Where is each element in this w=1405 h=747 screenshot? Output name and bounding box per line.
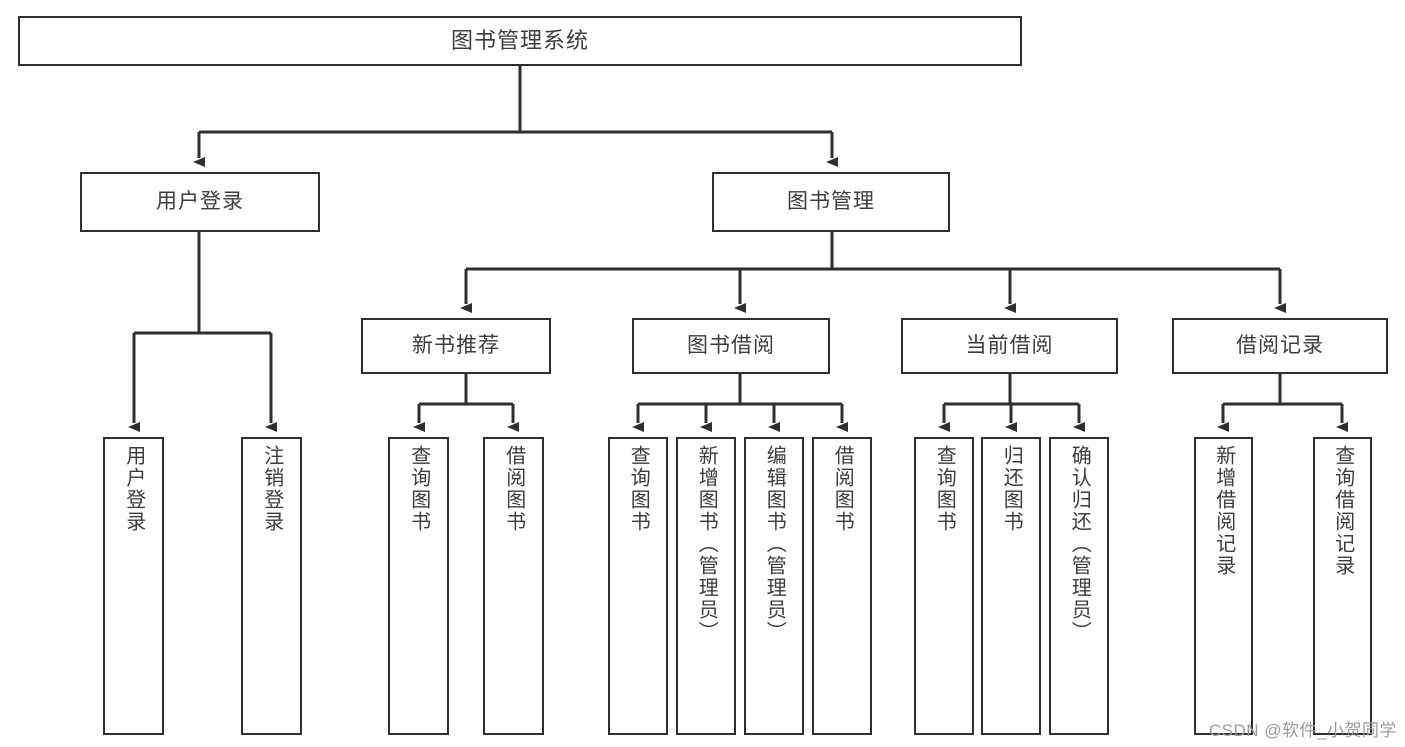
node-label: 图书管理系统 [450, 27, 589, 53]
leaf-new-book-borrow-book[interactable]: 借阅图书 [483, 437, 544, 735]
node-label: 新书推荐 [412, 334, 500, 358]
leaf-user-login-logout[interactable]: 注销登录 [241, 437, 302, 735]
node-borrow-record[interactable]: 借阅记录 [1172, 318, 1388, 374]
leaf-book-borrow-query-book[interactable]: 查询图书 [608, 437, 668, 735]
node-label: 图书管理 [787, 190, 875, 214]
node-label: 用户登录 [156, 190, 244, 214]
node-label: 查询图书 [933, 445, 956, 533]
leaf-current-borrow-query-book[interactable]: 查询图书 [914, 437, 974, 735]
node-label: 借阅记录 [1236, 334, 1324, 358]
node-label: 当前借阅 [965, 334, 1054, 358]
node-current-borrow[interactable]: 当前借阅 [901, 318, 1118, 374]
node-label: 注销登录 [260, 445, 283, 533]
node-new-book-recommend[interactable]: 新书推荐 [361, 318, 551, 374]
leaf-borrow-record-query-record[interactable]: 查询借阅记录 [1313, 437, 1372, 735]
node-book-management[interactable]: 图书管理 [712, 172, 950, 232]
node-user-login[interactable]: 用户登录 [80, 172, 320, 232]
leaf-current-borrow-confirm-return[interactable]: 确认归还（管理员） [1049, 437, 1109, 735]
node-label: 新增图书（管理员） [695, 445, 718, 643]
leaf-borrow-record-add-record[interactable]: 新增借阅记录 [1194, 437, 1253, 735]
node-label: 用户登录 [122, 445, 145, 533]
node-label: 新增借阅记录 [1212, 445, 1235, 577]
node-label: 图书借阅 [687, 334, 775, 358]
leaf-user-login-login[interactable]: 用户登录 [103, 437, 164, 735]
leaf-new-book-query-book[interactable]: 查询图书 [388, 437, 449, 735]
node-label: 查询图书 [627, 445, 650, 533]
node-label: 确认归还（管理员） [1068, 445, 1091, 643]
node-label: 借阅图书 [502, 445, 525, 533]
leaf-book-borrow-borrow-book[interactable]: 借阅图书 [812, 437, 872, 735]
node-label: 归还图书 [1000, 445, 1023, 533]
node-label: 借阅图书 [831, 445, 854, 533]
node-label: 编辑图书（管理员） [763, 445, 786, 643]
leaf-book-borrow-edit-book[interactable]: 编辑图书（管理员） [744, 437, 804, 735]
node-label: 查询借阅记录 [1331, 445, 1354, 577]
leaf-book-borrow-add-book[interactable]: 新增图书（管理员） [676, 437, 736, 735]
node-root-system[interactable]: 图书管理系统 [18, 16, 1022, 66]
node-book-borrow[interactable]: 图书借阅 [632, 318, 830, 374]
leaf-current-borrow-return-book[interactable]: 归还图书 [981, 437, 1041, 735]
node-label: 查询图书 [407, 445, 430, 533]
csdn-watermark: CSDN @软件_小贺同学 [1208, 721, 1397, 740]
